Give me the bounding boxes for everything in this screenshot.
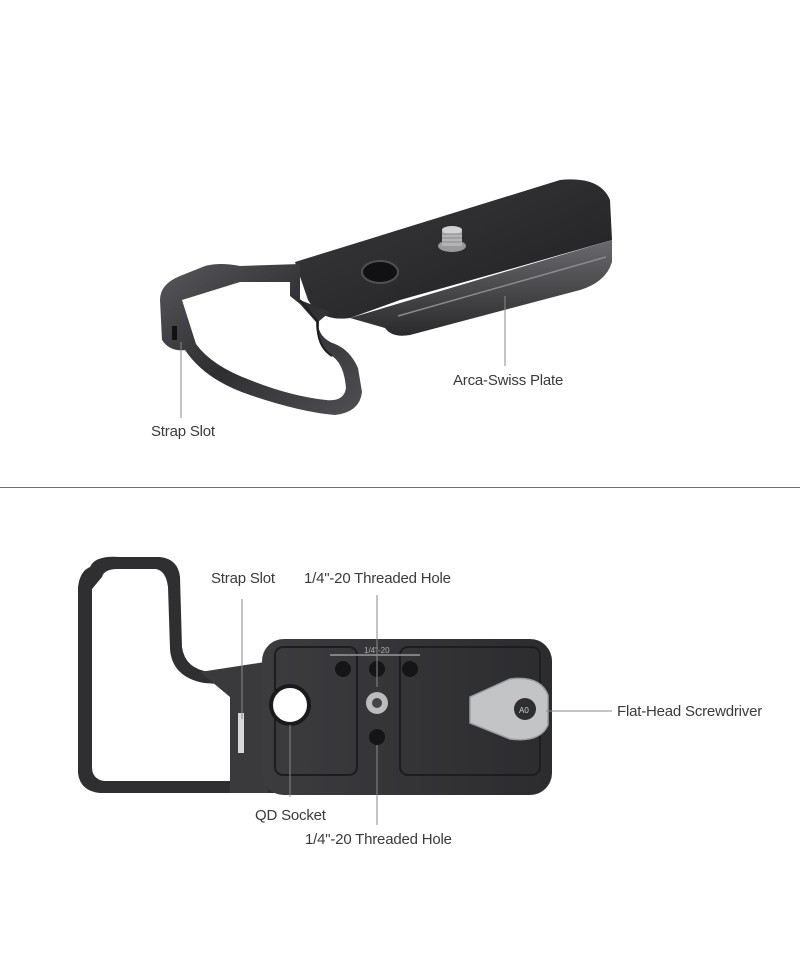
section-divider	[0, 487, 800, 488]
threaded-holes	[335, 661, 418, 745]
threaded-hole-label-top: 1/4"-20 Threaded Hole	[304, 570, 451, 587]
strap-slot-bracket	[200, 662, 268, 793]
strap-slot-label-top: Strap Slot	[151, 423, 215, 440]
mounting-screw	[438, 226, 466, 252]
flat-head-screwdriver	[469, 677, 549, 741]
strap-slot-notch	[172, 326, 177, 340]
threaded-hole-label-bottom: 1/4"-20 Threaded Hole	[305, 831, 452, 848]
bottom-product-render: 1/4"-20 A0	[78, 556, 612, 825]
arca-swiss-plate-label: Arca-Swiss Plate	[453, 372, 564, 389]
tool-mark-engraving: A0	[519, 706, 529, 715]
base-plate	[262, 639, 552, 795]
top-product-render	[160, 179, 612, 418]
flat-head-screwdriver-label: Flat-Head Screwdriver	[617, 703, 763, 720]
qd-socket-hole	[361, 260, 399, 284]
qd-socket	[269, 684, 311, 726]
qd-socket-label: QD Socket	[255, 807, 326, 824]
strap-slot-label-bottom: Strap Slot	[211, 570, 275, 587]
thread-size-engraving: 1/4"-20	[364, 646, 390, 655]
